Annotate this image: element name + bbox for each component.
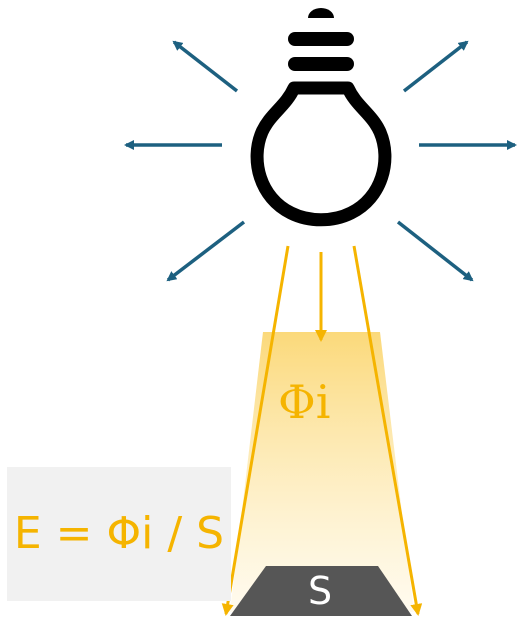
light-ray-right xyxy=(352,245,423,616)
luminous-flux-label: Φi xyxy=(278,375,331,429)
radiating-arrow-upper-right xyxy=(402,40,469,93)
illuminance-formula: E = Φi / S xyxy=(7,467,231,601)
light-ray-left xyxy=(221,245,290,616)
light-bulb-icon xyxy=(250,8,392,227)
light-beam xyxy=(230,332,414,612)
formula-text: E = Φi / S xyxy=(13,508,225,559)
illuminated-surface xyxy=(230,566,412,616)
radiating-arrow-lower-left xyxy=(166,220,246,282)
radiating-arrow-lower-right xyxy=(396,220,474,282)
radiating-arrow-upper-left xyxy=(172,40,239,93)
surface-label: S xyxy=(307,569,333,613)
